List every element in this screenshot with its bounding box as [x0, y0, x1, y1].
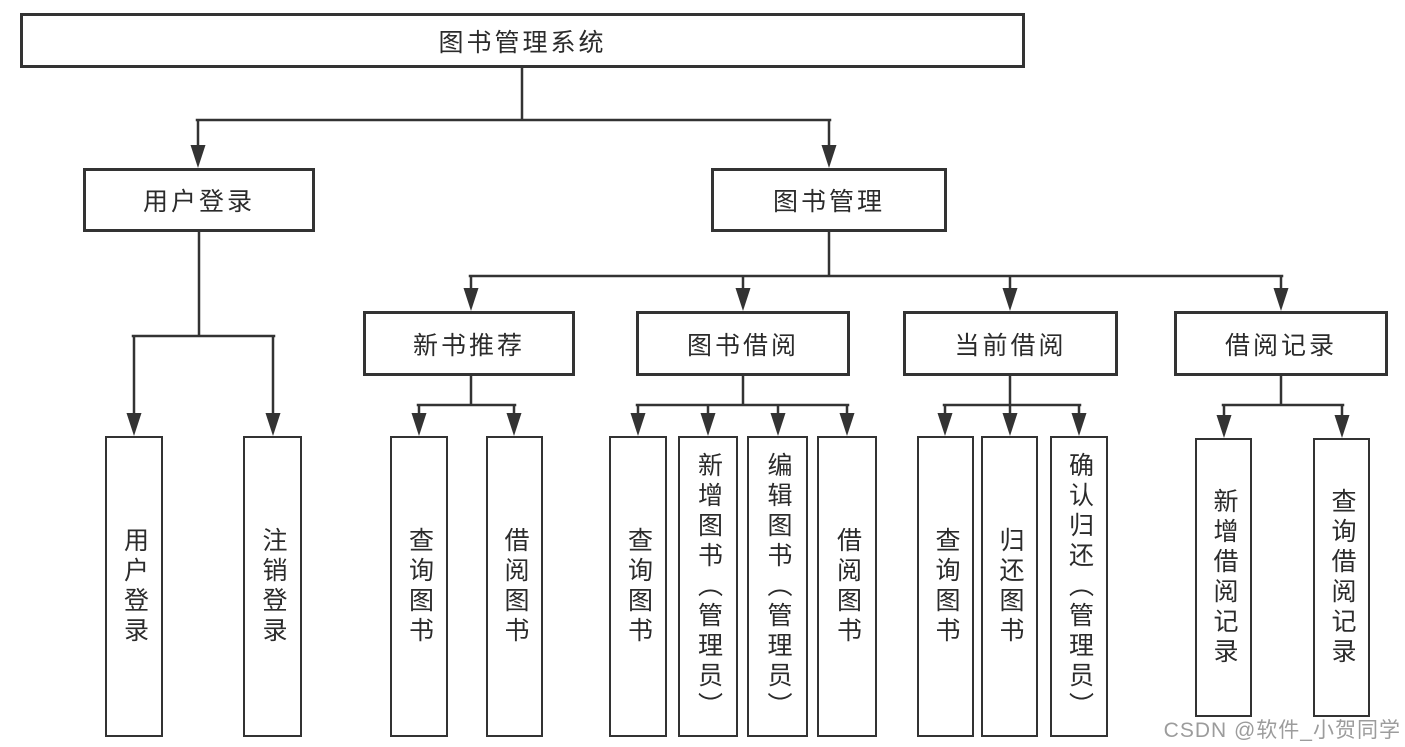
node-query-borrow-record: 查询借阅记录 — [1313, 438, 1370, 717]
arrowhead-icon — [1334, 415, 1350, 438]
arrowhead-icon — [265, 413, 281, 436]
node-borrow-books: 借阅图书 — [486, 436, 543, 737]
node-query-books: 查询图书 — [609, 436, 667, 737]
node-book-borrowing: 图书借阅 — [636, 311, 850, 376]
node-label: 图书借阅 — [686, 331, 799, 360]
connector-line — [416, 374, 517, 416]
node-user-login: 用户登录 — [83, 168, 315, 232]
node-label: 借阅图书 — [501, 526, 529, 647]
arrowhead-icon — [1002, 288, 1018, 311]
node-borrowing-records: 借阅记录 — [1174, 311, 1388, 376]
node-label: 图书管理系统 — [438, 28, 607, 57]
node-query-books: 查询图书 — [390, 436, 448, 737]
node-label: 查询借阅记录 — [1328, 487, 1356, 668]
node-edit-book-admin: 编辑图书（管理员） — [747, 436, 808, 737]
arrowhead-icon — [735, 288, 751, 311]
node-confirm-return-admin: 确认归还（管理员） — [1050, 436, 1108, 737]
arrowhead-icon — [630, 413, 646, 436]
node-library-management-system: 图书管理系统 — [20, 13, 1025, 68]
node-return-book: 归还图书 — [981, 436, 1038, 737]
node-book-management: 图书管理 — [711, 168, 947, 232]
node-label: 借阅图书 — [833, 526, 862, 647]
node-add-book-admin: 新增图书（管理员） — [678, 436, 738, 737]
node-label: 当前借阅 — [954, 331, 1067, 360]
node-label: 图书管理 — [772, 188, 885, 216]
node-label: 用户登录 — [120, 526, 149, 647]
arrowhead-icon — [190, 145, 206, 168]
node-label: 确认归还（管理员） — [1065, 451, 1094, 722]
connector-line — [942, 374, 1082, 416]
arrowhead-icon — [126, 413, 142, 436]
connector-line — [131, 230, 276, 416]
node-borrow-books: 借阅图书 — [817, 436, 877, 737]
node-label: 新增图书（管理员） — [694, 451, 723, 722]
arrowhead-icon — [506, 413, 522, 436]
connector-line — [195, 66, 832, 148]
connector-line — [1221, 374, 1345, 418]
arrowhead-icon — [770, 413, 786, 436]
node-query-books: 查询图书 — [917, 436, 974, 737]
arrowhead-icon — [821, 145, 837, 168]
node-label: 查询图书 — [405, 526, 434, 647]
node-user-login-leaf: 用户登录 — [105, 436, 163, 737]
arrowhead-icon — [1071, 413, 1087, 436]
node-label: 编辑图书（管理员） — [764, 451, 792, 722]
arrowhead-icon — [839, 413, 855, 436]
arrowhead-icon — [1273, 288, 1289, 311]
arrowhead-icon — [1002, 413, 1018, 436]
arrowhead-icon — [463, 288, 479, 311]
node-label: 查询图书 — [932, 526, 960, 647]
connector-line — [635, 374, 850, 416]
node-label: 注销登录 — [259, 526, 287, 647]
node-new-book-recommendation: 新书推荐 — [363, 311, 575, 376]
node-label: 借阅记录 — [1224, 331, 1337, 360]
node-logout: 注销登录 — [243, 436, 302, 737]
arrowhead-icon — [411, 413, 427, 436]
node-label: 新增借阅记录 — [1210, 487, 1238, 668]
node-label: 归还图书 — [996, 526, 1024, 647]
csdn-watermark: CSDN @软件_小贺同学 — [1163, 719, 1401, 742]
node-label: 新书推荐 — [412, 331, 525, 360]
node-current-borrowing: 当前借阅 — [903, 311, 1118, 376]
node-add-borrow-record: 新增借阅记录 — [1195, 438, 1252, 717]
connector-line — [468, 230, 1284, 291]
arrowhead-icon — [937, 413, 953, 436]
arrowhead-icon — [700, 413, 716, 436]
arrowhead-icon — [1216, 415, 1232, 438]
node-label: 用户登录 — [142, 188, 255, 216]
node-label: 查询图书 — [624, 526, 653, 647]
